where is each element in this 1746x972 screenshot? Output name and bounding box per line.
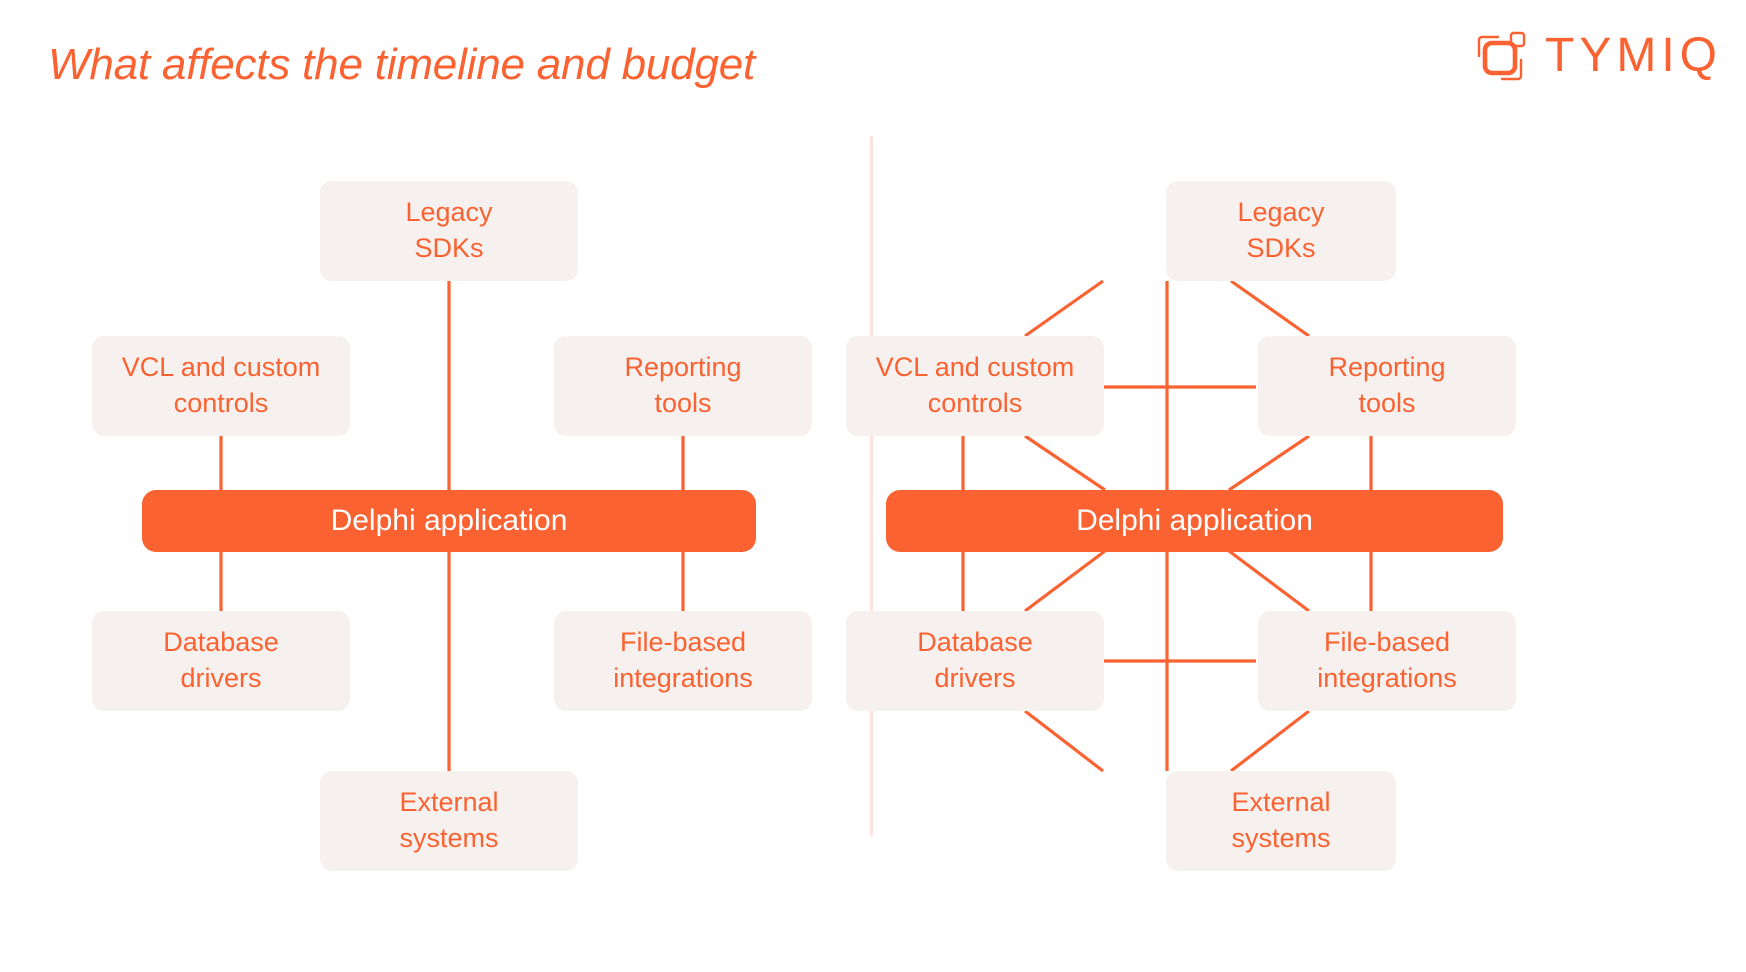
node-label-line2: integrations (613, 663, 753, 693)
node-label-line2: controls (927, 388, 1023, 418)
node-label: Delphi application (330, 504, 568, 538)
node-legacy-sdks[interactable]: Legacy SDKs (1166, 181, 1396, 281)
node-label-line1: VCL and custom (875, 352, 1075, 383)
node-label-line1: Legacy (405, 197, 493, 228)
node-reporting-tools[interactable]: Reporting tools (554, 336, 812, 436)
page-title: What affects the timeline and budget (48, 40, 756, 89)
node-legacy-sdks[interactable]: Legacy SDKs (320, 181, 578, 281)
brand-logo: TYMIQ (1469, 26, 1722, 90)
diagram-interconnected: Legacy SDKs VCL and custom controls Repo… (846, 0, 1746, 972)
node-file-based-integrations[interactable]: File-based integrations (1258, 611, 1516, 711)
node-label-line1: External (1231, 787, 1331, 818)
node-label-line2: tools (1358, 388, 1416, 418)
node-label-line1: File-based (1323, 627, 1451, 658)
node-vcl-custom-controls[interactable]: VCL and custom controls (846, 336, 1104, 436)
diagram-interconnected-edges (961, 279, 1373, 773)
diagram-simple: Legacy SDKs VCL and custom controls Repo… (92, 181, 812, 871)
node-reporting-tools[interactable]: Reporting tools (1258, 336, 1516, 436)
node-label-line2: drivers (934, 663, 1016, 693)
node-label-line2: SDKs (414, 233, 484, 263)
node-file-based-integrations[interactable]: File-based integrations (554, 611, 812, 711)
node-label-line1: Database (163, 627, 279, 658)
node-label-line2: systems (399, 823, 499, 853)
node-delphi-application[interactable]: Delphi application (886, 490, 1503, 552)
node-external-systems[interactable]: External systems (1166, 771, 1396, 871)
logo-wordmark: TYMIQ (1545, 29, 1722, 82)
node-label: Delphi application (1076, 504, 1313, 538)
node-database-drivers[interactable]: Database drivers (846, 611, 1104, 711)
tymiq-square-mark-icon (1477, 31, 1526, 81)
node-label-line1: Legacy (1237, 197, 1325, 228)
node-label-line2: integrations (1317, 663, 1457, 693)
node-label-line1: Database (917, 627, 1033, 658)
node-label-line2: tools (654, 388, 712, 418)
node-delphi-application[interactable]: Delphi application (142, 490, 756, 552)
node-label-line1: External (399, 787, 499, 818)
node-label-line1: File-based (619, 627, 747, 658)
node-database-drivers[interactable]: Database drivers (92, 611, 350, 711)
node-label-line1: Reporting (624, 352, 742, 383)
node-external-systems[interactable]: External systems (320, 771, 578, 871)
node-label-line1: Reporting (1328, 352, 1446, 383)
node-label-line2: systems (1231, 823, 1331, 853)
panel-divider (870, 136, 873, 836)
node-label-line2: drivers (180, 663, 262, 693)
node-label-line2: controls (173, 388, 269, 418)
node-label-line1: VCL and custom (121, 352, 321, 383)
node-vcl-custom-controls[interactable]: VCL and custom controls (92, 336, 350, 436)
node-label-line2: SDKs (1246, 233, 1316, 263)
